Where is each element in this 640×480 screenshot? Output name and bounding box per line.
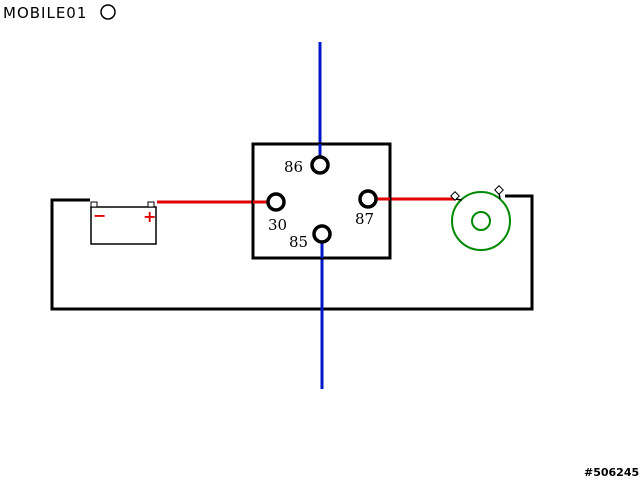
motor-shaft <box>471 211 491 231</box>
pin-86-terminal <box>310 155 330 175</box>
motor <box>450 185 511 251</box>
watermark: #506245 <box>584 466 639 479</box>
battery-pos-terminal <box>147 201 155 208</box>
battery: − + <box>90 201 157 245</box>
pin-30-terminal <box>266 192 286 212</box>
pin-87-label: 87 <box>355 210 374 228</box>
relay-pin-30: 30 <box>266 192 287 234</box>
pin-87-terminal <box>358 189 378 209</box>
pin-30-label: 30 <box>268 216 287 234</box>
site-logo: MOBILE01 <box>3 4 116 22</box>
motor-terminal-left <box>450 191 460 201</box>
motor-terminal-right <box>494 185 504 195</box>
pin-85-label: 85 <box>289 233 308 251</box>
battery-negative-symbol: − <box>93 206 106 225</box>
logo-face-icon <box>100 4 116 20</box>
battery-body <box>90 206 157 245</box>
battery-positive-symbol: + <box>143 207 156 226</box>
relay-pin-85: 85 <box>289 224 332 251</box>
relay-pin-86: 86 <box>284 155 330 176</box>
relay-pin-87: 87 <box>355 189 378 228</box>
pin-85-terminal <box>312 224 332 244</box>
logo-text: MOBILE01 <box>3 4 87 22</box>
pin-86-label: 86 <box>284 158 303 176</box>
battery-neg-terminal <box>90 201 98 208</box>
ground-wire <box>50 194 534 311</box>
